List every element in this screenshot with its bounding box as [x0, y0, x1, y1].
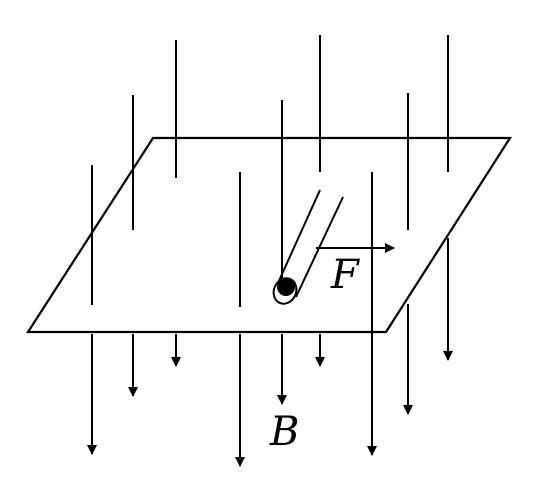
- force-label: F: [331, 252, 359, 298]
- field-label: B: [270, 409, 300, 455]
- conductor-plane: [25, 136, 513, 334]
- field-lines-lower: [87, 238, 453, 467]
- rod-end-dot-icon: [277, 278, 295, 296]
- rod-edge-top: [277, 189, 321, 284]
- conductor-rod: [272, 189, 344, 305]
- field-lines-upper: [91, 35, 449, 310]
